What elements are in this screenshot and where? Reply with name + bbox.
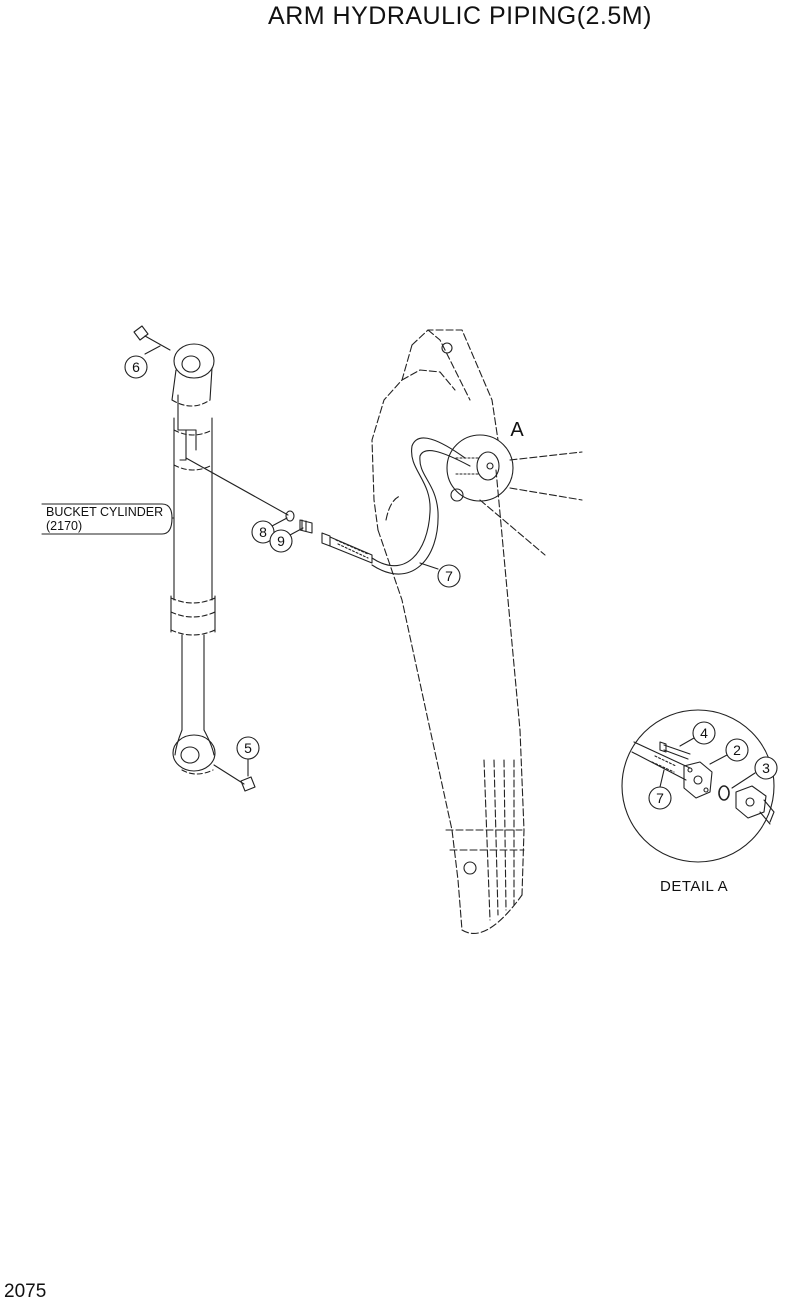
- bucket-cylinder-label: BUCKET CYLINDER (2170): [46, 505, 163, 533]
- callout-3-text: 3: [762, 760, 770, 776]
- detail-a-view: [621, 709, 775, 863]
- bucket-cylinder-label-frame: [41, 503, 173, 535]
- callout-9: 9: [269, 527, 304, 553]
- bucket-cylinder: [170, 343, 216, 775]
- arm-pin-hole-top: [441, 342, 453, 354]
- o-ring-part: [285, 510, 295, 522]
- arm-pin-hole-mid: [450, 488, 464, 502]
- excavator-arm: [371, 329, 583, 934]
- callout-6-text: 6: [132, 359, 140, 375]
- detail-a-label: DETAIL A: [660, 878, 729, 895]
- port-leader-line: [185, 457, 289, 516]
- callout-2-text: 2: [733, 742, 741, 758]
- callout-4: 4: [679, 721, 716, 747]
- grease-nipple-top: [133, 325, 171, 351]
- bucket-cylinder-ref: (2170): [46, 519, 83, 533]
- detail-a-marker: A: [510, 419, 524, 441]
- callout-4-text: 4: [700, 725, 708, 741]
- callout-5-text: 5: [244, 740, 252, 756]
- callout-8-text: 8: [259, 524, 267, 540]
- callout-7-hose: 7: [419, 562, 461, 588]
- page-title: ARM HYDRAULIC PIPING(2.5M): [268, 2, 652, 30]
- grease-nipple-bottom: [213, 764, 256, 792]
- callout-8: 8: [251, 517, 288, 544]
- callout-7-detail-text: 7: [656, 790, 664, 806]
- arm-pin-hole-bottom: [463, 861, 477, 875]
- callout-3: 3: [731, 756, 778, 789]
- callout-7-hose-text: 7: [445, 568, 453, 584]
- arm-flange: [455, 451, 500, 481]
- callout-5: 5: [236, 736, 260, 777]
- callout-7-detail: 7: [648, 769, 672, 810]
- callout-9-text: 9: [277, 533, 285, 549]
- detail-a-marker-circle: [446, 434, 514, 502]
- connector-part: [299, 519, 313, 534]
- bucket-cylinder-name: BUCKET CYLINDER: [46, 505, 164, 519]
- callout-6: 6: [124, 345, 161, 379]
- hydraulic-hose: [321, 437, 471, 575]
- page-number: 2075: [4, 1281, 47, 1302]
- callout-2: 2: [709, 738, 749, 765]
